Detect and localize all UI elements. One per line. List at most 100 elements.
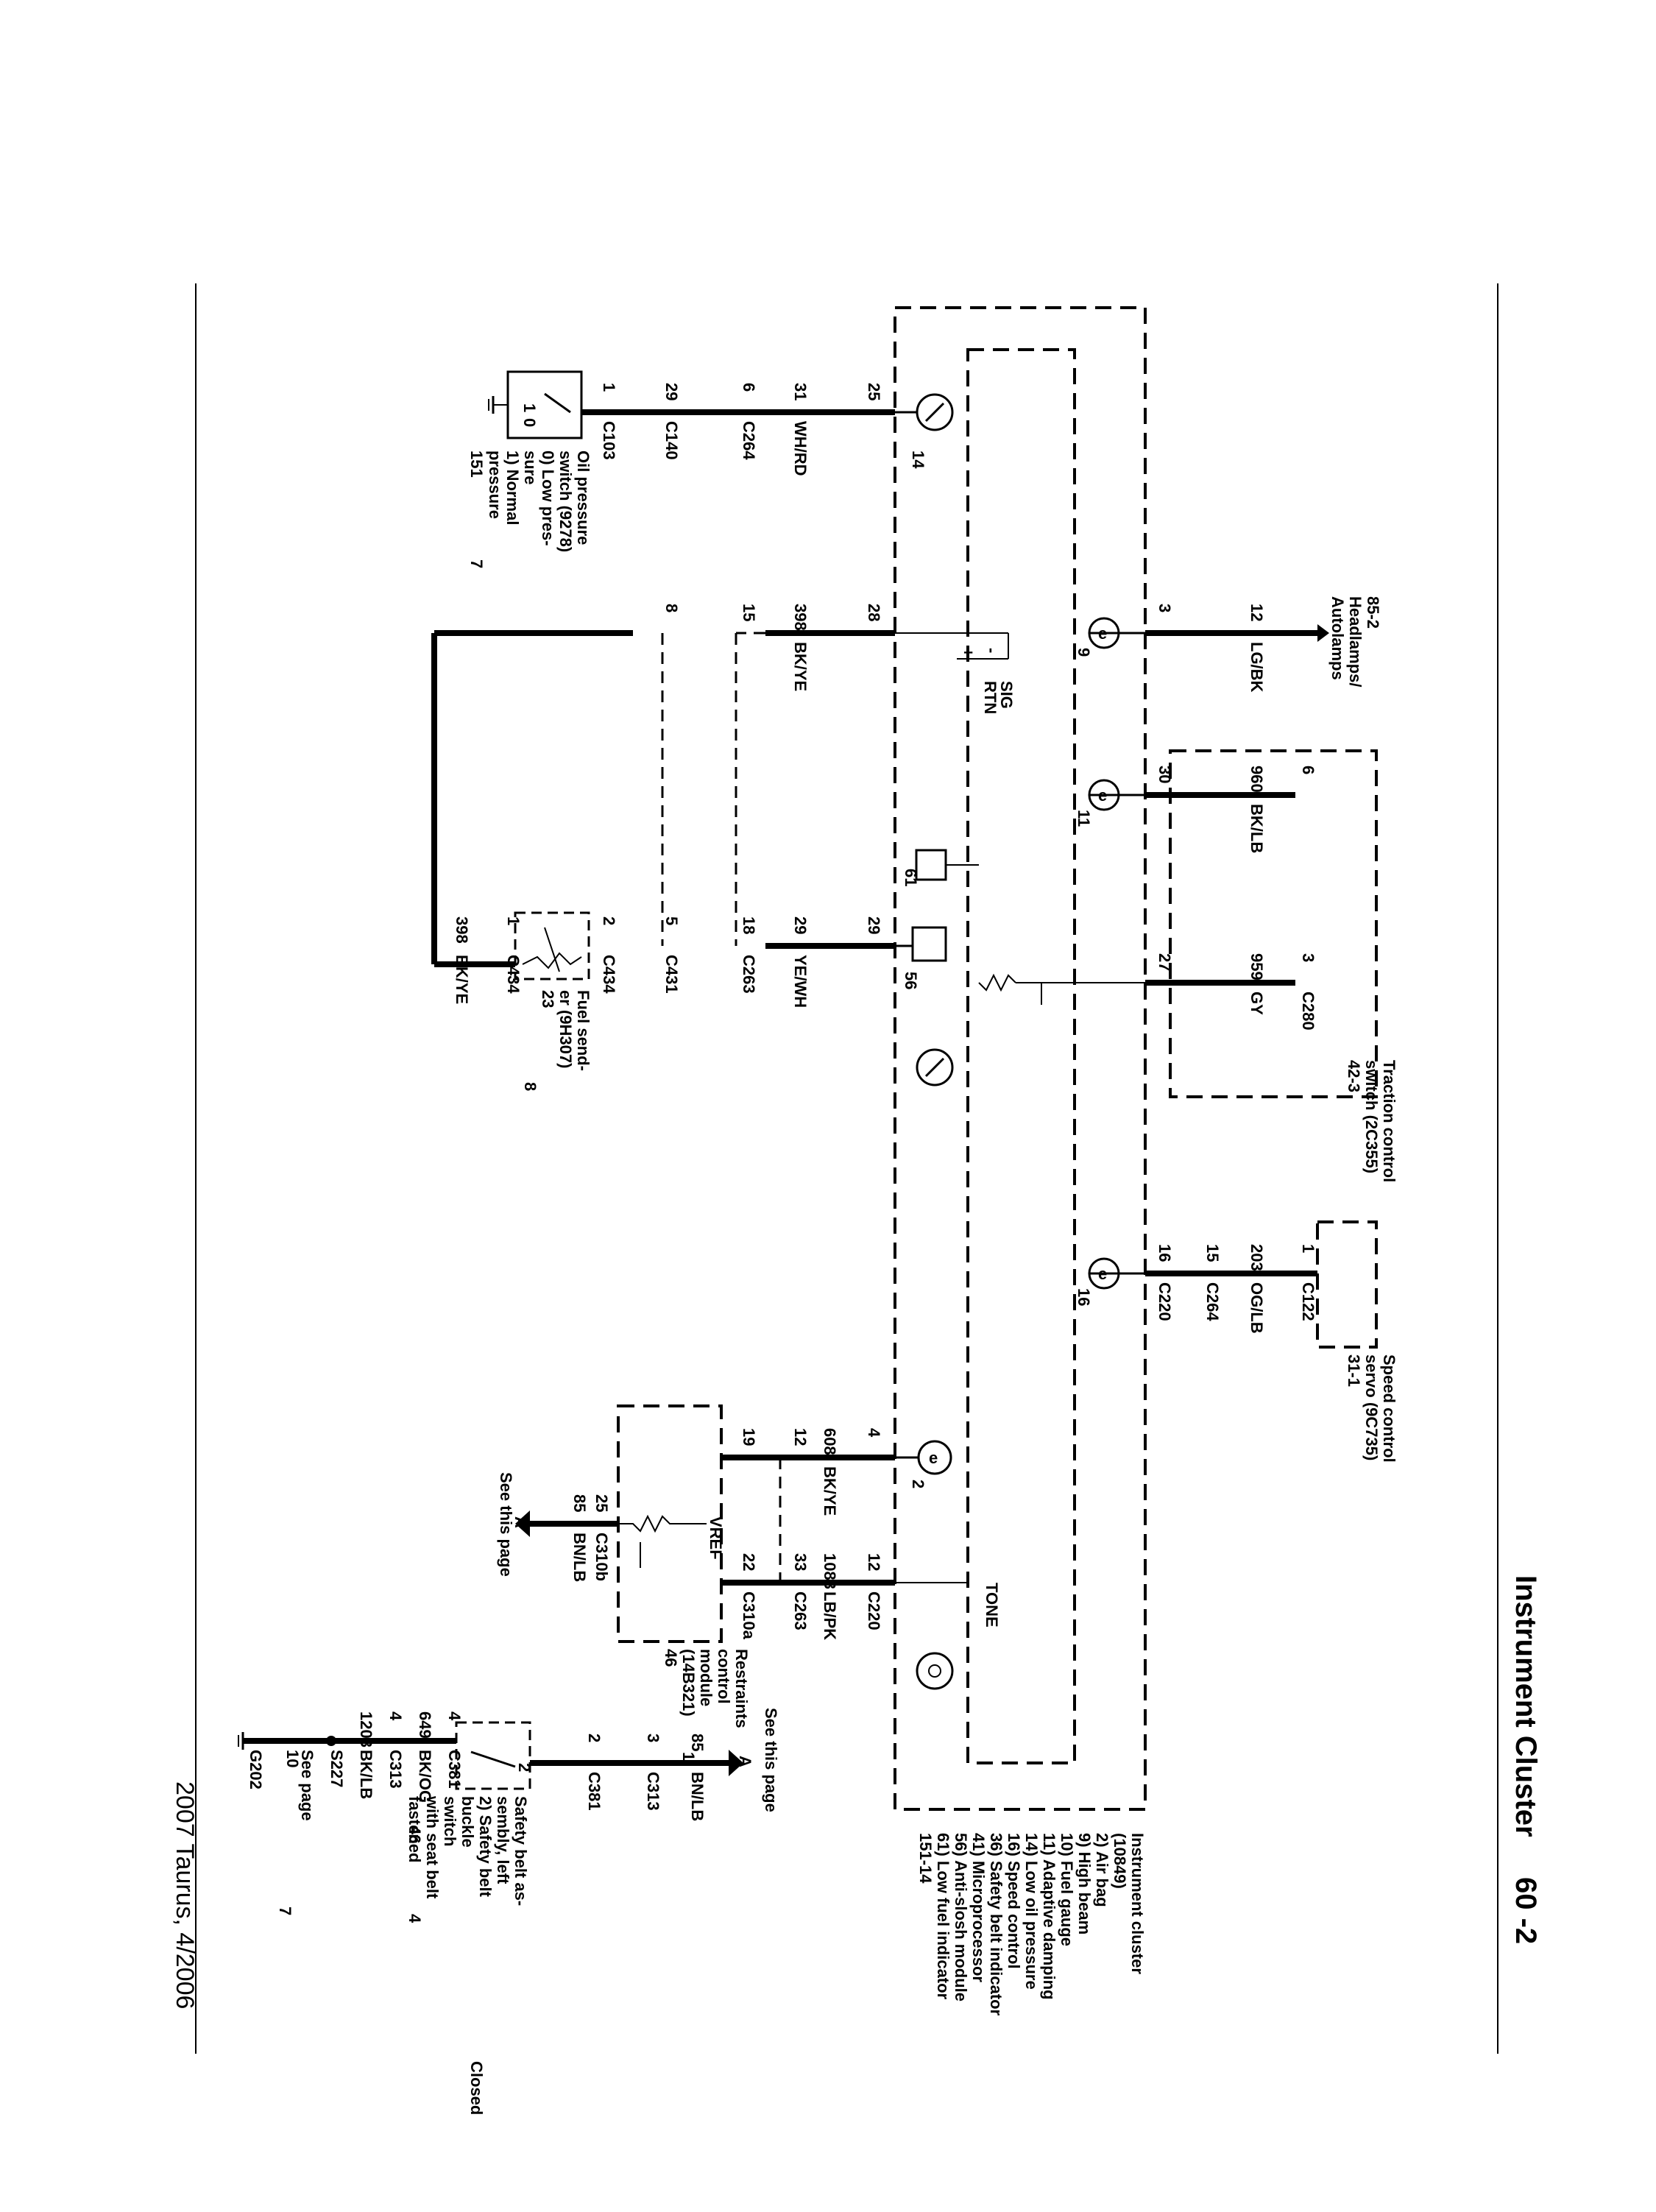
svg-text:er (9H307): er (9H307)	[556, 990, 575, 1068]
svg-text:GY: GY	[1248, 992, 1266, 1015]
svg-text:e: e	[929, 1449, 938, 1467]
svg-text:18: 18	[740, 916, 758, 934]
headlamps-label: 85-2 Headlamps/ Autolamps	[1328, 596, 1382, 688]
svg-text:2: 2	[909, 1480, 927, 1488]
svg-text:7: 7	[276, 1907, 294, 1915]
svg-text:C103: C103	[600, 421, 618, 460]
page-title: Instrument Cluster	[1510, 1575, 1542, 1837]
svg-text:25: 25	[865, 383, 883, 400]
svg-text:46: 46	[662, 1649, 680, 1667]
svg-text:14: 14	[909, 450, 927, 469]
microprocessor-box	[966, 348, 1076, 1764]
svg-text:8: 8	[521, 1082, 539, 1091]
svg-text:61) Low fuel indicator: 61) Low fuel indicator	[934, 1833, 952, 2000]
svg-text:+: +	[959, 648, 977, 657]
indicator-2: e	[917, 1440, 952, 1475]
svg-text:Headlamps/: Headlamps/	[1346, 596, 1365, 688]
svg-text:46: 46	[406, 1826, 424, 1843]
svg-text:See this page: See this page	[497, 1472, 515, 1577]
svg-text:25: 25	[592, 1494, 611, 1512]
svg-text:C264: C264	[1203, 1282, 1222, 1321]
svg-text:23: 23	[539, 990, 557, 1008]
svg-text:398: 398	[791, 604, 810, 631]
svg-text:16: 16	[1075, 1288, 1093, 1306]
svg-text:TONE: TONE	[983, 1583, 1001, 1628]
svg-text:12: 12	[791, 1428, 810, 1446]
svg-text:7: 7	[467, 559, 486, 568]
svg-text:61: 61	[902, 869, 920, 886]
svg-text:switch: switch	[441, 1796, 459, 1846]
svg-text:959: 959	[1248, 953, 1266, 980]
speed-servo-box	[1316, 1220, 1378, 1349]
svg-text:0) Low pres-: 0) Low pres-	[539, 450, 557, 546]
svg-text:42-3: 42-3	[1345, 1060, 1363, 1092]
svg-text:9) High beam: 9) High beam	[1075, 1833, 1094, 1934]
svg-text:Restraints: Restraints	[732, 1649, 751, 1728]
fuel-sender-label: Fuel send- er (9H307) 23 8	[521, 990, 592, 1091]
svg-text:11) Adaptive damping: 11) Adaptive damping	[1040, 1833, 1058, 2000]
svg-text:BK/OG: BK/OG	[416, 1750, 434, 1803]
svg-text:10) Fuel gauge: 10) Fuel gauge	[1058, 1833, 1076, 1946]
svg-text:BK/YE: BK/YE	[791, 642, 810, 691]
svg-text:BN/LB: BN/LB	[688, 1772, 707, 1821]
svg-text:(10849): (10849)	[1111, 1833, 1129, 1889]
svg-text:sure: sure	[521, 450, 539, 484]
svg-text:C313: C313	[386, 1750, 405, 1789]
svg-text:31-1: 31-1	[1345, 1354, 1363, 1387]
rcm-label: Restraints control module (14B321) 46 1	[662, 1649, 751, 1761]
svg-text:BK/YE: BK/YE	[453, 955, 471, 1004]
svg-text:C313: C313	[644, 1772, 662, 1811]
svg-text:C381: C381	[585, 1772, 604, 1811]
svg-text:85: 85	[570, 1494, 589, 1512]
svg-text:Autolamps: Autolamps	[1328, 596, 1347, 680]
svg-text:A: A	[736, 1756, 754, 1767]
svg-text:4: 4	[445, 1711, 464, 1721]
safety-belt-switch: 2	[455, 1721, 534, 1790]
svg-text:36) Safety belt indicator: 36) Safety belt indicator	[987, 1833, 1005, 2016]
svg-text:servo (9C735): servo (9C735)	[1362, 1354, 1381, 1460]
svg-text:pressure: pressure	[486, 450, 504, 519]
svg-text:G202: G202	[247, 1750, 265, 1789]
svg-text:1083: 1083	[821, 1553, 839, 1589]
svg-text:31: 31	[791, 383, 810, 400]
svg-text:C434: C434	[504, 955, 523, 994]
svg-text:27: 27	[1156, 953, 1174, 971]
svg-text:3: 3	[644, 1734, 662, 1742]
svg-text:85: 85	[688, 1734, 707, 1751]
svg-text:control: control	[715, 1649, 733, 1704]
svg-text:3: 3	[1156, 604, 1174, 612]
svg-text:33: 33	[791, 1553, 810, 1571]
adaptive-damping-box	[1169, 749, 1378, 1098]
svg-text:BK/LB: BK/LB	[357, 1750, 375, 1799]
svg-text:56) Anti-slosh module: 56) Anti-slosh module	[952, 1833, 970, 2001]
closed-label: Closed	[467, 2061, 486, 2115]
svg-text:sembly, left: sembly, left	[494, 1796, 512, 1884]
svg-text:BK/LB: BK/LB	[1248, 804, 1266, 853]
instrument-cluster-label: Instrument cluster (10849) 2) Air bag 9)…	[916, 1833, 1147, 2016]
svg-text:C122: C122	[1299, 1282, 1317, 1321]
svg-text:1: 1	[520, 403, 539, 412]
svg-text:Fuel send-: Fuel send-	[574, 990, 592, 1071]
svg-text:6: 6	[1299, 766, 1317, 774]
svg-text:1: 1	[679, 1752, 698, 1761]
svg-text:30: 30	[1156, 766, 1174, 783]
svg-text:module: module	[697, 1649, 715, 1706]
svg-text:WH/RD: WH/RD	[791, 421, 810, 476]
svg-text:9: 9	[1075, 648, 1093, 657]
svg-text:C310b: C310b	[592, 1533, 611, 1581]
svg-text:Instrument cluster: Instrument cluster	[1128, 1833, 1147, 1974]
svg-text:22: 22	[740, 1553, 758, 1571]
svg-text:Traction control: Traction control	[1380, 1060, 1398, 1182]
svg-text:8: 8	[662, 604, 681, 612]
svg-text:16) Speed control: 16) Speed control	[1005, 1833, 1023, 1969]
svg-text:LB/PK: LB/PK	[821, 1591, 839, 1640]
oil-pressure-switch: 1 0	[488, 370, 583, 439]
svg-text:11: 11	[1075, 810, 1093, 827]
svg-text:29: 29	[662, 383, 681, 400]
instrument-cluster-box	[894, 306, 1147, 1811]
gauge-14	[916, 393, 954, 431]
page-number: 60 -2	[1510, 1877, 1542, 1944]
svg-text:C263: C263	[791, 1591, 810, 1630]
